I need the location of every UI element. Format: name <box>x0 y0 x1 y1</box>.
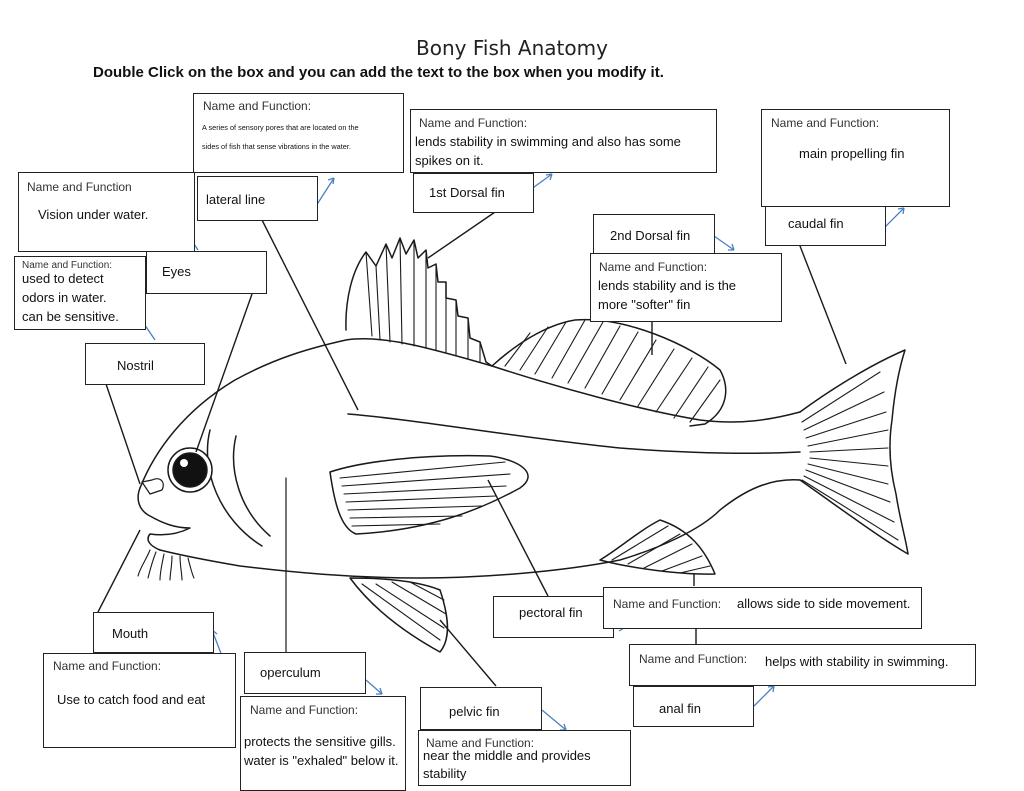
name-function-label: Name and Function: <box>639 652 748 666</box>
nostril-function-text: used to detect odors in water. can be se… <box>22 271 119 324</box>
pectoral-fin-drawing <box>329 454 529 535</box>
anal-function-box[interactable]: Name and Function: helps with stability … <box>629 644 976 686</box>
first-dorsal-label-box[interactable]: 1st Dorsal fin <box>413 173 534 213</box>
lateral-line-label: lateral line <box>206 192 266 207</box>
name-function-label: Name and Function: <box>599 260 708 274</box>
name-function-label: Name and Function: <box>613 597 722 611</box>
second-dorsal-fin-drawing <box>491 318 727 427</box>
nostril-function-box[interactable]: Name and Function: used to detect odors … <box>14 256 146 330</box>
diagram-title: Bony Fish Anatomy <box>416 36 608 60</box>
fish-body-outline <box>139 337 801 579</box>
caudal-function-text: main propelling fin <box>799 146 905 161</box>
pelvic-fin-drawing <box>349 577 449 653</box>
name-function-label: Name and Function: <box>53 659 162 673</box>
name-function-label: Name and Function <box>27 180 132 194</box>
caudal-function-box[interactable]: Name and Function: main propelling fin <box>761 109 950 207</box>
mouth-label-box[interactable]: Mouth <box>93 612 214 653</box>
lateral-line-function-box[interactable]: Name and Function: A series of sensory p… <box>193 93 404 173</box>
pelvic-label: pelvic fin <box>449 704 500 719</box>
pectoral-function-box[interactable]: Name and Function: allows side to side m… <box>603 587 922 629</box>
eyes-function-box[interactable]: Name and Function Vision under water. <box>18 172 195 252</box>
pelvic-function-text: near the middle and provides stability <box>423 748 591 781</box>
mouth-function-text: Use to catch food and eat <box>57 692 206 707</box>
second-dorsal-function-text: lends stability and is the more "softer"… <box>598 278 737 312</box>
instructions-text: Double Click on the box and you can add … <box>93 64 664 81</box>
first-dorsal-function-box[interactable]: Name and Function: lends stability in sw… <box>410 109 717 173</box>
pelvic-label-box[interactable]: pelvic fin <box>420 687 542 730</box>
eyes-label: Eyes <box>162 264 191 279</box>
name-function-label: Name and Function: <box>250 703 359 717</box>
second-dorsal-label: 2nd Dorsal fin <box>610 228 691 243</box>
name-function-label: Name and Function: <box>426 736 535 750</box>
pectoral-label: pectoral fin <box>519 605 583 620</box>
anal-label-box[interactable]: anal fin <box>633 686 754 727</box>
nostril-label-box[interactable]: Nostril <box>85 343 205 385</box>
operculum-function-text: protects the sensitive gills. water is "… <box>244 734 399 768</box>
name-function-label: Name and Function: <box>203 99 312 113</box>
eyes-label-box[interactable]: Eyes <box>146 251 267 294</box>
pelvic-function-box[interactable]: Name and Function: near the middle and p… <box>418 730 631 786</box>
lateral-line-drawing <box>347 413 801 454</box>
lateral-line-label-box[interactable]: lateral line <box>197 176 318 221</box>
mouth-function-box[interactable]: Name and Function: Use to catch food and… <box>43 653 236 748</box>
caudal-fin-drawing <box>799 349 909 555</box>
lateral-line-function-text: A series of sensory pores that are locat… <box>202 123 359 151</box>
name-function-label: Name and Function: <box>22 260 113 271</box>
first-dorsal-function-text: lends stability in swimming and also has… <box>415 134 681 168</box>
second-dorsal-label-box[interactable]: 2nd Dorsal fin <box>593 214 715 254</box>
anal-label: anal fin <box>659 701 701 716</box>
caudal-label: caudal fin <box>788 216 844 231</box>
anal-function-text: helps with stability in swimming. <box>765 654 949 669</box>
pectoral-label-box[interactable]: pectoral fin <box>493 596 614 638</box>
pectoral-function-text: allows side to side movement. <box>737 596 911 611</box>
mouth-label: Mouth <box>112 626 149 641</box>
second-dorsal-function-box[interactable]: Name and Function: lends stability and i… <box>590 253 782 322</box>
name-function-label: Name and Function: <box>771 116 880 130</box>
caudal-label-box[interactable]: caudal fin <box>765 206 886 246</box>
nostril-label: Nostril <box>117 358 154 373</box>
first-dorsal-label: 1st Dorsal fin <box>429 185 505 200</box>
eyes-function-text: Vision under water. <box>38 207 149 222</box>
name-function-label: Name and Function: <box>419 116 528 130</box>
anal-fin-drawing <box>599 519 716 575</box>
operculum-function-box[interactable]: Name and Function: protects the sensitiv… <box>240 696 406 791</box>
operculum-label: operculum <box>260 665 321 680</box>
operculum-label-box[interactable]: operculum <box>244 652 366 694</box>
